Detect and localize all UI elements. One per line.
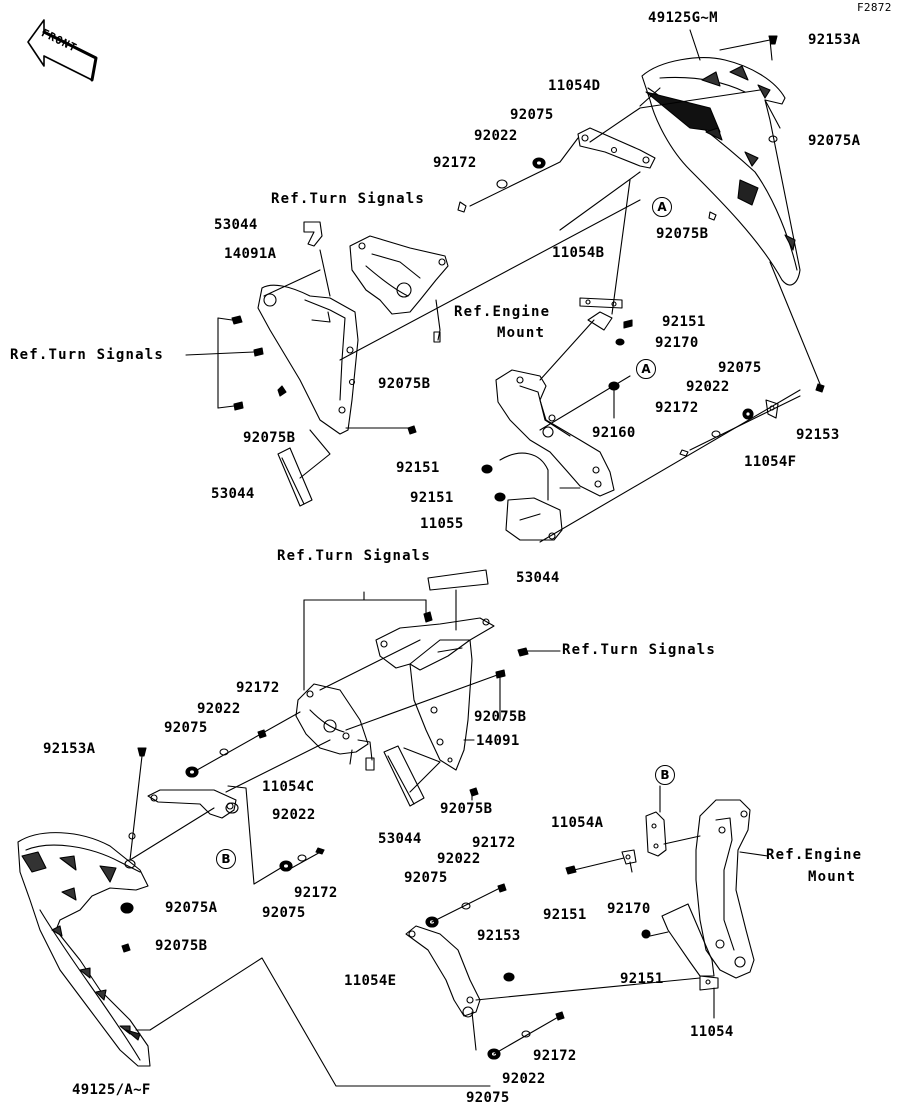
part-92022-top: 92022 [474,128,518,144]
part-92075-center: 92075 [262,905,306,921]
bracket-11054e-part [405,925,481,1018]
part-92075a-left: 92075A [165,900,218,916]
ref-engine-mount-top-line2: Mount [497,325,546,341]
part-53044-mid: 53044 [516,570,560,586]
part-92075b-mid-top: 92075B [378,376,431,392]
part-11054f: 11054F [744,454,797,470]
part-92170-top: 92170 [655,335,699,351]
figure-id: F2872 [857,1,892,14]
part-92153-e: 92153 [477,928,521,944]
part-92172-e: 92172 [472,835,516,851]
part-11054d: 11054D [548,78,601,94]
turn-signal-housing-mid-part [295,683,375,771]
part-92172-center: 92172 [294,885,338,901]
ref-turn-signals-top: Ref.Turn Signals [271,191,426,207]
reference-circle-a-top: A [652,197,672,217]
part-53044-low: 53044 [378,831,422,847]
part-14091: 14091 [476,733,520,749]
part-14091a: 14091A [224,246,277,262]
ref-engine-mount-top-line1: Ref.Engine [454,304,551,320]
part-92075-top: 92075 [510,107,554,123]
part-92022-e: 92022 [437,851,481,867]
part-92075-right: 92075 [718,360,762,376]
part-92151-mid-2: 92151 [410,490,454,506]
part-92172-top: 92172 [433,155,477,171]
part-11055: 11055 [420,516,464,532]
reference-circle-b-left: B [216,849,236,869]
part-92075b-top: 92075B [656,226,709,242]
reference-circle-b-right: B [655,765,675,785]
ref-engine-mount-low-line2: Mount [808,869,857,885]
part-92075-bottom: 92075 [466,1090,510,1103]
part-11054b: 11054B [552,245,605,261]
bracket-11054d-part [577,127,656,169]
part-92075b-mid2: 92075B [440,801,493,817]
part-11054a: 11054A [551,815,604,831]
part-11054c: 11054C [262,779,315,795]
ref-turn-signals-mid: Ref.Turn Signals [277,548,432,564]
part-92170-e: 92170 [607,901,651,917]
engine-mount-bracket-top-part [495,369,615,497]
part-49125-a-f: 49125/A~F [72,1082,151,1098]
part-92075-left-mid: 92075 [164,720,208,736]
upper-cowl-left-part [17,832,151,1067]
part-53044-top: 53044 [214,217,258,233]
part-92153-right: 92153 [796,427,840,443]
part-53044-strip: 53044 [211,486,255,502]
part-92075b-left: 92075B [243,430,296,446]
part-92022-right: 92022 [686,379,730,395]
part-92022-bottom: 92022 [502,1071,546,1087]
part-92151-top: 92151 [662,314,706,330]
part-92075b-mid: 92075B [474,709,527,725]
part-92151-e: 92151 [543,907,587,923]
panel-14091-part [409,639,473,771]
part-11054e: 11054E [344,973,397,989]
part-92172-bottom: 92172 [533,1048,577,1064]
engine-mount-bracket-low-part [695,799,755,979]
part-11054: 11054 [690,1024,734,1040]
part-92075a-top: 92075A [808,133,861,149]
part-92022-left-mid: 92022 [197,701,241,717]
reference-circle-a-mid: A [636,359,656,379]
front-arrow-icon [27,19,98,82]
part-92153a-top: 92153A [808,32,861,48]
ref-turn-signals-mid-right: Ref.Turn Signals [562,642,717,658]
part-49125g-m: 49125G~M [648,10,718,26]
part-92172-left-mid: 92172 [236,680,280,696]
part-92075-e: 92075 [404,870,448,886]
turn-signal-housing-top-part [349,235,449,343]
part-92153a-left: 92153A [43,741,96,757]
part-92151-mid-1: 92151 [396,460,440,476]
ref-engine-mount-low-line1: Ref.Engine [766,847,863,863]
part-92075b-left2: 92075B [155,938,208,954]
panel-14091a-part [257,284,359,435]
ref-turn-signals-left: Ref.Turn Signals [10,347,165,363]
part-92151-e2: 92151 [620,971,664,987]
part-92022-center: 92022 [272,807,316,823]
part-92172-right: 92172 [655,400,699,416]
upper-cowl-right-part [641,57,801,286]
part-92160: 92160 [592,425,636,441]
